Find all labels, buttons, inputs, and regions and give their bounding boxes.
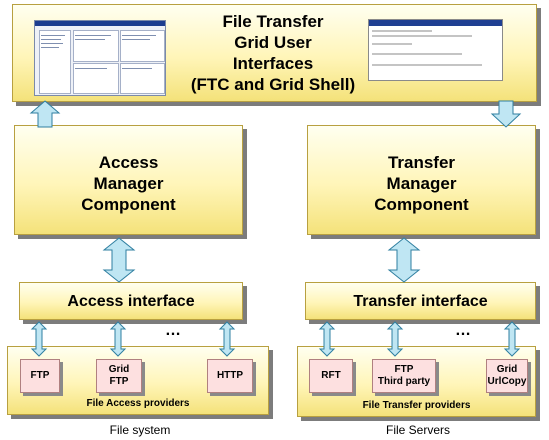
- file-servers-caption: File Servers: [385, 423, 450, 437]
- provider-ftp-third-party: FTP Third party: [372, 359, 436, 393]
- access-ellipsis: …: [165, 322, 182, 339]
- provider-rft: RFT: [309, 359, 353, 393]
- small-arrow-http: [218, 321, 236, 357]
- transfer-manager-line-1: Transfer: [387, 153, 456, 172]
- small-arrow-grid-ftp: [109, 321, 127, 357]
- top-title-line-3: Interfaces: [232, 54, 314, 73]
- file-system-caption: File system: [109, 423, 171, 437]
- transfer-ellipsis: …: [455, 322, 472, 339]
- small-arrow-rft: [318, 321, 336, 357]
- grid-user-interfaces-box: File Transfer Grid User Interfaces (FTC …: [12, 4, 537, 102]
- provider-grid-urlcopy: Grid UrlCopy: [486, 359, 528, 393]
- small-arrow-ftp-third-party: [386, 321, 404, 357]
- access-interface-label: Access interface: [67, 293, 195, 310]
- top-title-line-4: (FTC and Grid Shell): [190, 75, 356, 94]
- double-arrow-access: [102, 237, 136, 283]
- transfer-manager-component-box: Transfer Manager Component: [307, 125, 536, 235]
- file-transfer-providers-box: RFT FTP Third party Grid UrlCopy File Tr…: [297, 346, 536, 417]
- transfer-interface-label: Transfer interface: [353, 293, 488, 310]
- file-access-providers-label: File Access providers: [86, 398, 190, 409]
- grid-shell-screenshot-thumbnail: [368, 19, 503, 81]
- small-arrow-ftp: [30, 321, 48, 357]
- access-manager-line-1: Access: [98, 153, 159, 172]
- small-arrow-grid-urlcopy: [503, 321, 521, 357]
- down-arrow-ui-to-transfer: [490, 100, 522, 128]
- transfer-interface-box: Transfer interface: [305, 282, 536, 320]
- provider-grid-ftp: Grid FTP: [96, 359, 142, 393]
- ftc-screenshot-thumbnail: [34, 20, 166, 96]
- access-manager-line-2: Manager: [93, 174, 164, 193]
- transfer-manager-line-2: Manager: [386, 174, 457, 193]
- provider-ftp: FTP: [20, 359, 60, 393]
- top-title-line-1: File Transfer: [222, 12, 324, 31]
- up-arrow-access-to-ui: [29, 100, 61, 128]
- top-title: File Transfer Grid User Interfaces (FTC …: [163, 11, 383, 95]
- file-transfer-providers-label: File Transfer providers: [362, 400, 471, 411]
- provider-http: HTTP: [207, 359, 253, 393]
- top-title-line-2: Grid User: [234, 33, 312, 52]
- access-manager-component-box: Access Manager Component: [14, 125, 243, 235]
- file-access-providers-box: FTP Grid FTP HTTP File Access providers: [7, 346, 269, 415]
- transfer-manager-line-3: Component: [374, 195, 469, 214]
- access-manager-line-3: Component: [81, 195, 176, 214]
- access-interface-box: Access interface: [19, 282, 243, 320]
- double-arrow-transfer: [387, 237, 421, 283]
